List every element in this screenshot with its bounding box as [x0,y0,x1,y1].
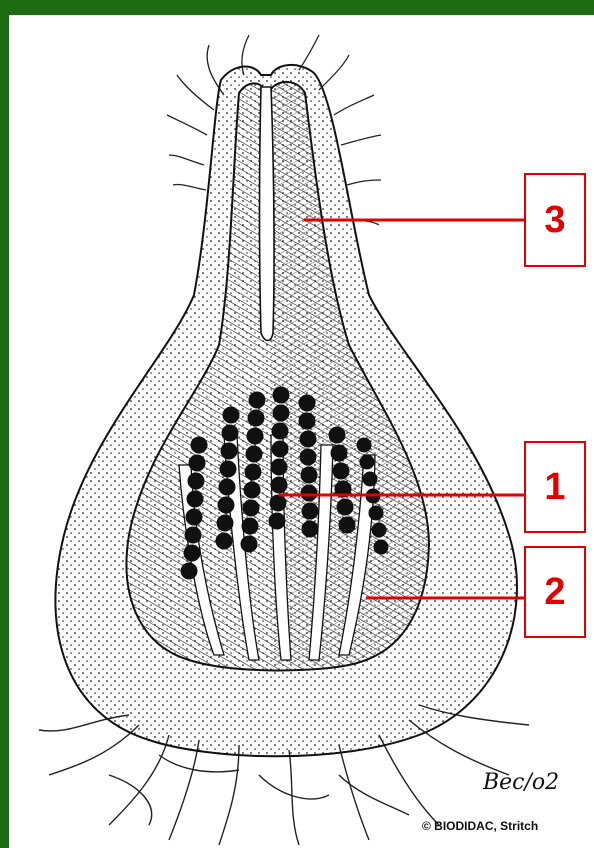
label-2: 2 [524,546,586,638]
copyright-credit: © BIODIDAC, Stritch [422,819,538,833]
label-1-text: 1 [544,466,565,509]
label-3: 3 [524,173,586,267]
label-3-text: 3 [544,199,565,242]
label-1: 1 [524,441,586,533]
diagram-canvas: 3 1 2 Bec/o2 © BIODIDAC, Stritch [9,15,594,848]
artist-signature: Bec/o2 [483,770,559,795]
central-slit [260,87,275,341]
moss-capsule-illustration [9,15,594,848]
label-2-text: 2 [544,571,565,614]
